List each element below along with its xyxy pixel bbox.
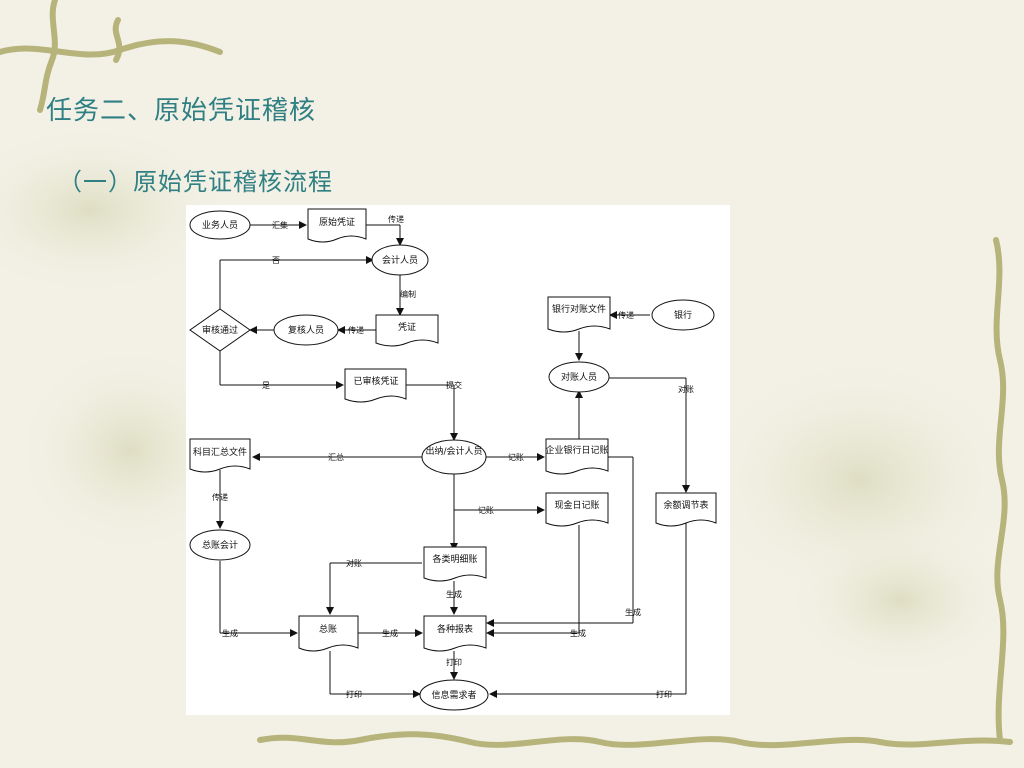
label-subject-summary: 科目汇总文件	[193, 446, 247, 458]
node-subject-summary	[189, 438, 251, 473]
label-detail-ledgers: 各类明细账	[432, 553, 477, 565]
label-reviewer: 复核人员	[288, 324, 324, 336]
label-audited-voucher: 已审核凭证	[353, 375, 398, 387]
node-reviewer	[273, 314, 339, 346]
edge-label-generate-3: 生成	[382, 628, 398, 638]
node-bank-journal	[545, 438, 609, 475]
label-original-voucher: 原始凭证	[319, 216, 355, 228]
label-bank: 银行	[674, 309, 692, 321]
edge-label-reconcile: 对账	[678, 384, 694, 394]
label-bank-statement: 银行对账文件	[552, 303, 606, 315]
label-reconciler: 对账人员	[561, 371, 597, 383]
label-voucher: 凭证	[398, 321, 416, 333]
edge-label-print-2: 打印	[346, 689, 362, 699]
edge-label-reconcile-2: 对账	[346, 558, 362, 568]
label-general-ledger: 总账	[319, 623, 337, 635]
node-bank-statement	[547, 296, 611, 333]
voucher-audit-flowchart: 业务人员 原始凭证 会计人员 凭证 复核人员 审核通过 已审核凭证 出纳/会计人…	[186, 205, 730, 715]
node-audit-passed	[189, 308, 251, 352]
node-reconciler	[548, 361, 610, 393]
edge-label-transfer-1: 传递	[388, 214, 404, 224]
vine-decoration-top	[0, 0, 223, 113]
node-audited-voucher	[344, 368, 407, 403]
edge-label-compile: 编制	[400, 289, 416, 299]
edge-label-no: 否	[272, 256, 280, 265]
edge-label-post-bank: 记账	[508, 453, 524, 462]
slide-subtitle: （一）原始凭证稽核流程	[58, 168, 333, 196]
node-general-ledger-accountant	[189, 529, 251, 561]
node-original-voucher	[307, 208, 367, 243]
flower-decoration-left	[0, 120, 240, 300]
node-accountant	[371, 244, 429, 276]
edge-label-collect: 汇集	[272, 220, 288, 230]
vine-decoration-bottom	[257, 731, 1013, 749]
label-business-staff: 业务人员	[202, 219, 238, 231]
edge-label-generate-2: 生成	[222, 628, 238, 638]
label-info-users: 信息需求者	[431, 689, 476, 701]
edge-label-post-cash: 记账	[478, 506, 494, 515]
node-cash-journal	[545, 492, 609, 527]
edge-label-transfer-4: 传递	[212, 492, 228, 502]
node-bank	[651, 299, 715, 331]
node-business-staff	[189, 210, 251, 240]
label-audit-passed: 审核通过	[202, 324, 238, 336]
node-reports	[423, 615, 487, 652]
node-info-users	[419, 679, 489, 711]
node-balance-reconciliation	[655, 492, 717, 527]
edge-label-summarize: 汇总	[328, 452, 344, 462]
node-cashier-accountant	[421, 439, 487, 475]
label-general-ledger-accountant: 总账会计	[202, 539, 238, 551]
node-detail-ledgers	[423, 546, 487, 582]
vine-decoration-right	[993, 237, 1008, 743]
edge-label-yes: 是	[262, 381, 270, 390]
slide-title: 任务二、原始凭证稽核	[46, 96, 317, 126]
label-cash-journal: 现金日记账	[554, 499, 599, 511]
edge-label-generate-1: 生成	[446, 589, 462, 599]
node-voucher	[375, 314, 439, 347]
label-accountant: 会计人员	[382, 254, 418, 266]
edge-label-print-3: 打印	[656, 689, 672, 699]
label-bank-journal: 企业银行日记账	[545, 444, 608, 456]
edge-label-submit: 提交	[446, 380, 462, 390]
node-general-ledger	[298, 615, 359, 652]
edge-label-transfer-3: 传递	[618, 310, 634, 320]
edge-label-generate-5: 生成	[625, 607, 641, 617]
label-cashier-accountant: 出纳/会计人员	[425, 445, 482, 457]
edge-label-transfer-2: 传递	[348, 325, 364, 335]
edge-label-generate-4: 生成	[570, 628, 586, 638]
edge-label-print-1: 打印	[446, 657, 462, 667]
label-reports: 各种报表	[437, 623, 473, 635]
label-balance-reconciliation: 余额调节表	[663, 499, 708, 511]
